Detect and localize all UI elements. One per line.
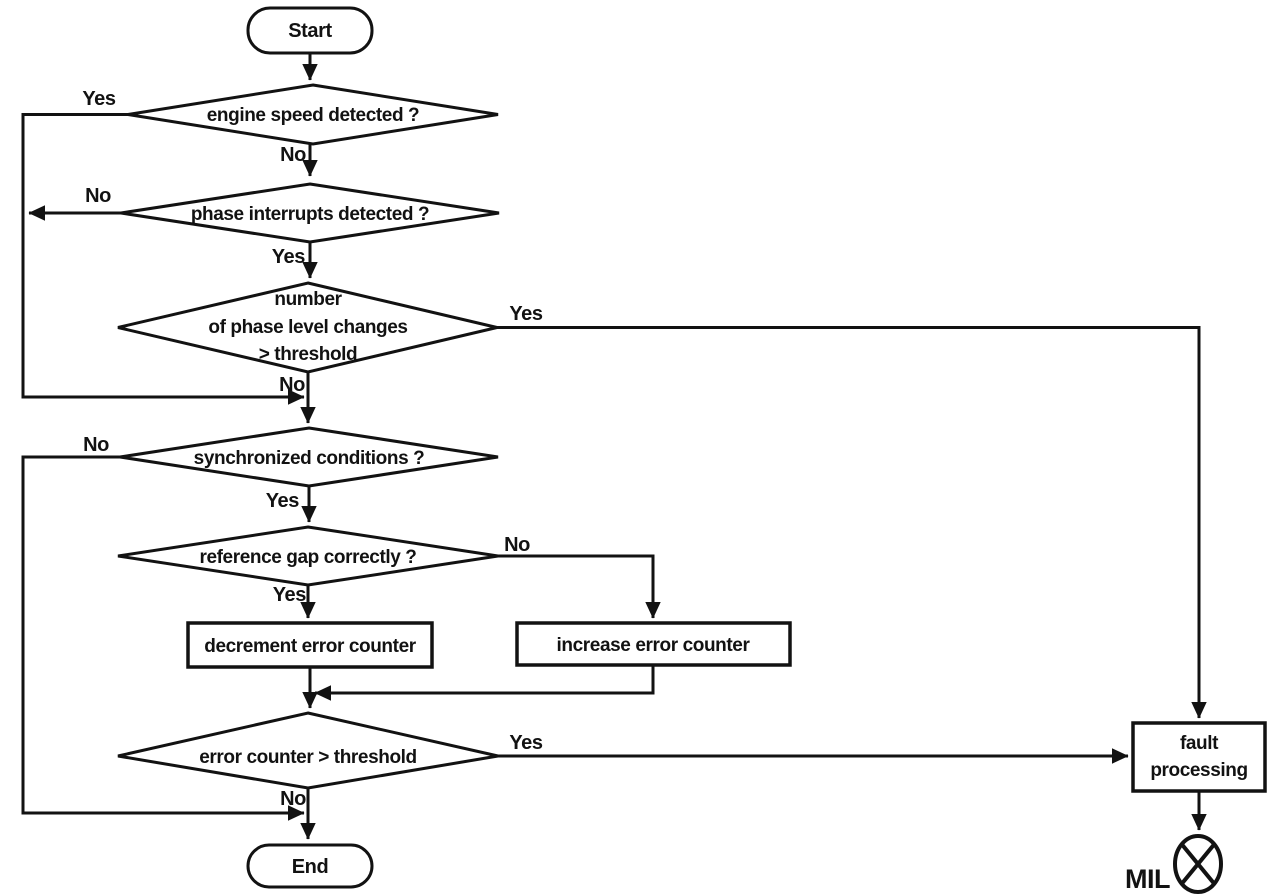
start-terminator [246, 6, 374, 55]
synchronized-label: synchronized conditions ? [194, 448, 425, 469]
fault-processing-label-line2: processing [1150, 760, 1247, 781]
fault-processing-label-line1: fault [1180, 733, 1219, 754]
end-terminator [246, 843, 374, 889]
mil-label: MIL [1125, 864, 1170, 894]
phase-level-changes-yes-label: Yes [509, 303, 543, 325]
phase-level-changes-label-line3: > threshold [259, 344, 358, 365]
edge-reference-gap-no [498, 554, 661, 619]
reference-gap-no-label: No [504, 534, 530, 556]
synchronized-no-label: No [83, 434, 109, 456]
phase-interrupts-label: phase interrupts detected ? [191, 204, 429, 225]
synchronized-yes-label: Yes [266, 490, 300, 512]
phase-level-changes-label-line1: number [274, 289, 342, 310]
end-label: End [292, 856, 329, 878]
edge-phase-level-changes-yes [497, 326, 1207, 719]
engine-speed-decision [127, 83, 499, 146]
engine-speed-no-label: No [280, 144, 306, 166]
increase-counter-process [515, 621, 792, 667]
engine-speed-label: engine speed detected ? [207, 105, 420, 126]
decrement-counter-label: decrement error counter [204, 636, 416, 657]
edge-increase-merge [314, 665, 655, 701]
engine-speed-yes-label: Yes [82, 88, 116, 110]
phase-level-changes-no-label: No [279, 374, 305, 396]
increase-counter-label: increase error counter [557, 635, 751, 656]
error-counter-yes-label: Yes [509, 732, 543, 754]
reference-gap-yes-label: Yes [273, 584, 307, 606]
phase-interrupts-yes-label: Yes [272, 246, 306, 268]
edge-synchronized-no-loop [21, 455, 305, 821]
error-counter-decision [117, 711, 499, 790]
reference-gap-decision [117, 525, 499, 587]
phase-level-changes-decision [117, 281, 498, 374]
fault-processing-process [1131, 721, 1267, 793]
decrement-counter-process [186, 621, 434, 669]
reference-gap-label: reference gap correctly ? [199, 547, 416, 568]
phase-interrupts-no-label: No [85, 185, 111, 207]
edge-engine-speed-yes-loop [21, 113, 305, 405]
start-label: Start [288, 20, 332, 42]
synchronized-decision [119, 426, 499, 488]
phase-level-changes-label-line2: of phase level changes [208, 317, 407, 338]
error-counter-label: error counter > threshold [199, 747, 417, 768]
error-counter-no-label: No [280, 788, 306, 810]
phase-interrupts-decision [120, 182, 500, 244]
mil-lamp-cross-icon [1180, 842, 1216, 886]
